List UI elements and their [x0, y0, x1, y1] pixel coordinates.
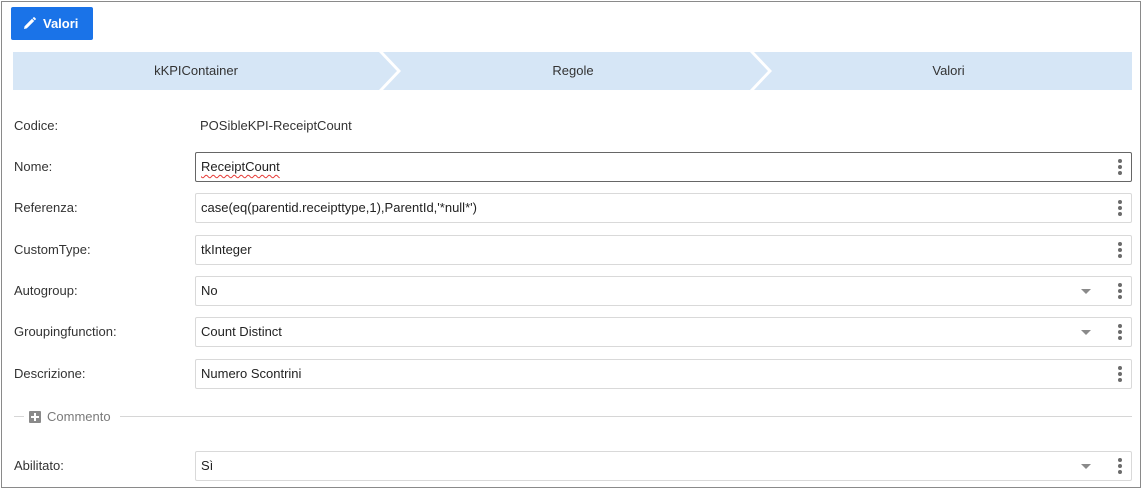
- customtype-more-icon[interactable]: [1117, 242, 1123, 258]
- row-codice: Codice: POSibleKPI-ReceiptCount: [14, 111, 1132, 141]
- customtype-label: CustomType:: [14, 242, 91, 257]
- row-customtype: CustomType: tkInteger: [14, 235, 1132, 265]
- groupingfunction-value: Count Distinct: [201, 324, 282, 339]
- nome-field[interactable]: ReceiptCount: [195, 152, 1132, 182]
- nome-label: Nome:: [14, 159, 53, 174]
- groupingfunction-select[interactable]: Count Distinct: [195, 317, 1132, 347]
- step-kkpicontainer[interactable]: kKPIContainer: [154, 63, 238, 78]
- abilitato-label: Abilitato:: [14, 458, 64, 473]
- referenza-value: case(eq(parentid.receipttype,1),ParentId…: [201, 200, 477, 215]
- valori-button-label: Valori: [43, 16, 79, 31]
- referenza-field[interactable]: case(eq(parentid.receipttype,1),ParentId…: [195, 193, 1132, 223]
- commento-divider-right: [120, 416, 1132, 417]
- abilitato-value: Sì: [201, 458, 214, 473]
- descrizione-label: Descrizione:: [14, 366, 86, 381]
- abilitato-dropdown-icon[interactable]: [1081, 464, 1091, 469]
- referenza-more-icon[interactable]: [1117, 200, 1123, 216]
- row-descrizione: Descrizione: Numero Scontrini: [14, 359, 1132, 389]
- autogroup-value: No: [201, 283, 218, 298]
- codice-label: Codice:: [14, 118, 59, 133]
- customtype-field[interactable]: tkInteger: [195, 235, 1132, 265]
- abilitato-select[interactable]: Sì: [195, 451, 1132, 481]
- groupingfunction-dropdown-icon[interactable]: [1081, 330, 1091, 335]
- autogroup-dropdown-icon[interactable]: [1081, 289, 1091, 294]
- row-autogroup: Autogroup: No: [14, 276, 1132, 306]
- nome-more-icon[interactable]: [1117, 159, 1123, 175]
- step-shape-1: [13, 52, 397, 90]
- autogroup-more-icon[interactable]: [1117, 283, 1123, 299]
- referenza-label: Referenza:: [14, 200, 78, 215]
- row-groupingfunction: Groupingfunction: Count Distinct: [14, 317, 1132, 347]
- pencil-icon: [23, 17, 36, 30]
- abilitato-more-icon[interactable]: [1117, 458, 1123, 474]
- commento-section: Commento: [14, 406, 1132, 426]
- step-arrows: [13, 52, 1132, 90]
- expand-plus-icon: [29, 410, 41, 423]
- autogroup-label: Autogroup:: [14, 283, 78, 298]
- valori-button[interactable]: Valori: [11, 7, 93, 40]
- commento-divider-left: [14, 416, 24, 417]
- descrizione-value: Numero Scontrini: [201, 366, 302, 381]
- groupingfunction-label: Groupingfunction:: [14, 324, 117, 339]
- descrizione-field[interactable]: Numero Scontrini: [195, 359, 1132, 389]
- step-wizard: kKPIContainer Regole Valori: [13, 52, 1132, 90]
- nome-value: ReceiptCount: [201, 159, 280, 174]
- row-abilitato: Abilitato: Sì: [14, 451, 1132, 481]
- step-shape-2: [383, 52, 768, 90]
- descrizione-more-icon[interactable]: [1117, 366, 1123, 382]
- row-referenza: Referenza: case(eq(parentid.receipttype,…: [14, 193, 1132, 223]
- autogroup-select[interactable]: No: [195, 276, 1132, 306]
- codice-value: POSibleKPI-ReceiptCount: [200, 118, 352, 133]
- customtype-value: tkInteger: [201, 242, 252, 257]
- commento-toggle[interactable]: Commento: [29, 409, 111, 424]
- row-nome: Nome: ReceiptCount: [14, 152, 1132, 182]
- step-regole[interactable]: Regole: [552, 63, 594, 78]
- step-shape-3: [754, 52, 1132, 90]
- groupingfunction-more-icon[interactable]: [1117, 324, 1123, 340]
- commento-label: Commento: [47, 409, 111, 424]
- step-valori[interactable]: Valori: [932, 63, 965, 78]
